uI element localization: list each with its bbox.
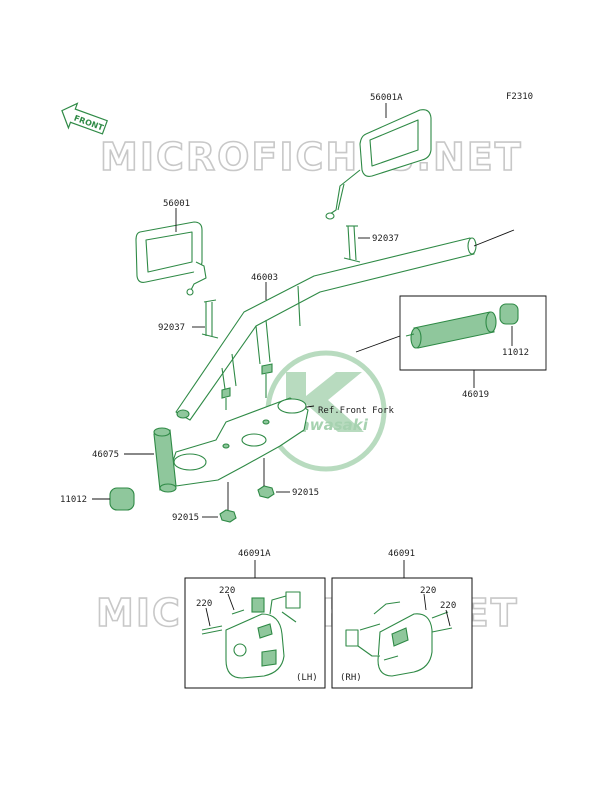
end-weight-left (109, 487, 135, 511)
mirror-left (135, 221, 207, 296)
handlebar (175, 237, 477, 421)
callout-grip-right: 46019 (462, 390, 489, 400)
callout-end-weight-left: 11012 (60, 495, 87, 505)
callout-mirror-right: 56001A (370, 93, 403, 103)
callout-nut-right: 92015 (292, 488, 319, 498)
clamp-bolts (221, 363, 273, 410)
clamp-right (343, 225, 361, 263)
grip-right-frame (355, 295, 547, 371)
grip-left (153, 427, 177, 493)
callout-end-weight-right: 11012 (502, 348, 529, 358)
logo-text: Kawasaki (288, 416, 369, 434)
side-label-lh: (LH) (296, 673, 318, 683)
switch-right (345, 601, 453, 677)
figure-code: F2310 (506, 92, 533, 102)
callout-mirror-left: 56001 (163, 199, 190, 209)
callout-screw-rh-b: 220 (440, 601, 456, 611)
callout-clamp-left: 92037 (158, 323, 185, 333)
watermark-top: MICROFICHES.NET (100, 135, 523, 179)
front-arrow-icon: FRONT (61, 102, 108, 135)
callout-grip-left: 46075 (92, 450, 119, 460)
nut-left (219, 509, 237, 523)
callout-clamp-right: 92037 (372, 234, 399, 244)
leader-bar-end (473, 229, 515, 247)
callout-switch-right: 46091 (388, 549, 415, 559)
leader-screw-lh-a (227, 593, 235, 611)
side-label-rh: (RH) (340, 673, 362, 683)
leader-screw-rh-b (445, 609, 451, 627)
mirror-right (325, 109, 432, 220)
callout-nut-left: 92015 (172, 513, 199, 523)
grip-right (405, 303, 519, 349)
upper-triple-clamp (169, 397, 309, 487)
ref-front-fork: Ref.Front Fork (318, 406, 394, 416)
callout-handlebar: 46003 (251, 273, 278, 283)
callout-screw-lh-a: 220 (219, 586, 235, 596)
switch-left (201, 591, 301, 679)
callout-screw-rh-a: 220 (420, 586, 436, 596)
nut-right (257, 485, 275, 499)
callout-screw-lh-b: 220 (196, 599, 212, 609)
clamp-left (201, 299, 219, 339)
leader-screw-rh-a (423, 593, 427, 611)
callout-switch-left: 46091A (238, 549, 271, 559)
leader-screw-lh-b (205, 607, 211, 627)
